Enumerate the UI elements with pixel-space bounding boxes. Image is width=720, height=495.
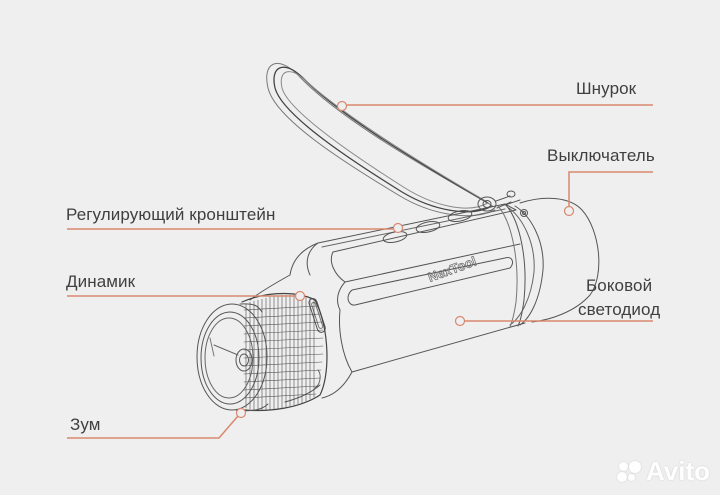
lanyard-drawing: [266, 63, 516, 217]
avito-watermark-text: Avito: [645, 456, 710, 486]
zoom-ring-drawing: [241, 292, 328, 412]
label-bracket: Регулирующий кронштейн: [66, 205, 276, 224]
label-zoom: Зум: [70, 415, 101, 434]
tail-cap-drawing: [504, 197, 600, 326]
label-side-led: Боковой светодиод: [578, 274, 660, 322]
label-switch: Выключатель: [547, 146, 655, 165]
callout-lines: [67, 100, 653, 439]
avito-dots-icon: [616, 460, 643, 483]
label-side-led-line1: Боковой: [586, 276, 653, 295]
brand-logo: NexTool: [426, 254, 478, 285]
body-drawing: [249, 203, 526, 403]
avito-watermark: Avito: [616, 456, 710, 487]
lens-head-drawing: [196, 303, 269, 412]
label-lanyard: Шнурок: [576, 79, 637, 98]
label-speaker: Динамик: [66, 272, 136, 291]
label-side-led-line2: светодиод: [578, 300, 661, 319]
